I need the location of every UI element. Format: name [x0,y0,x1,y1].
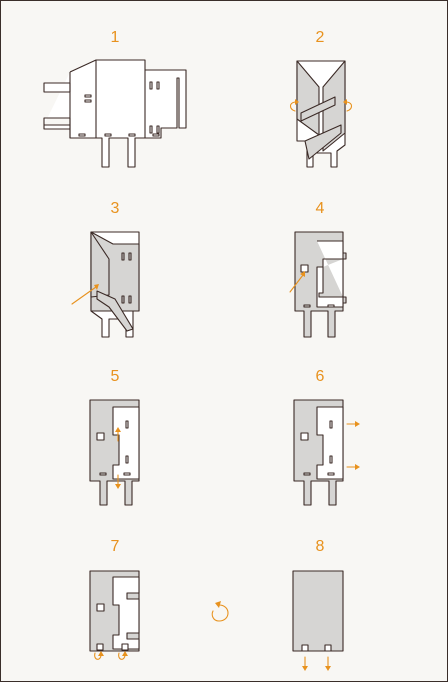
step-2-fold-illustration [291,61,352,167]
step-7-fold-illustration [90,571,139,659]
step-8-closed-box-illustration [293,571,343,671]
step-6-fold-illustration [294,400,360,505]
step-4-fold-illustration [290,232,346,337]
step-5-fold-illustration [90,400,139,505]
rotate-arrow-icon [212,601,228,621]
step-1-flat-net-illustration [44,60,186,167]
step-3-fold-illustration [72,232,139,337]
